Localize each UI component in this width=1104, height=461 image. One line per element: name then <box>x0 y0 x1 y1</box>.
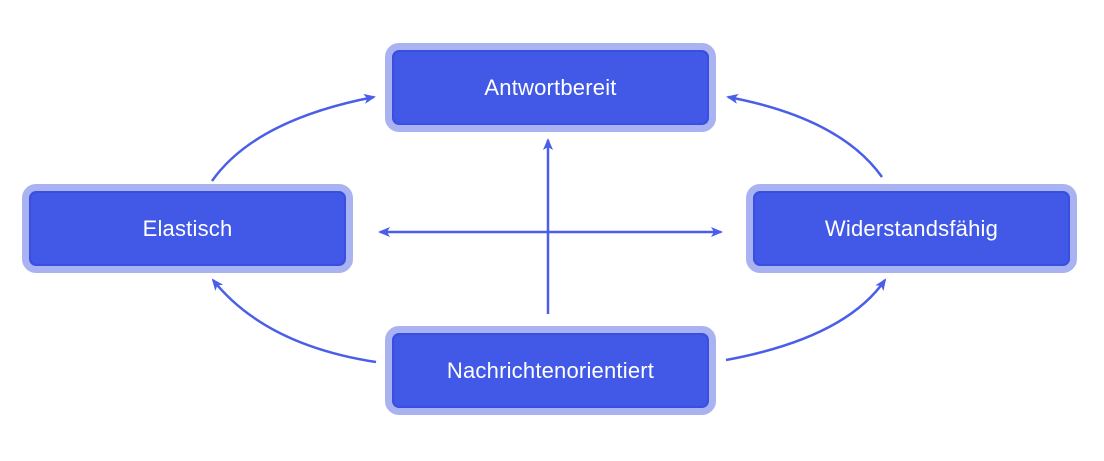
node-label: Antwortbereit <box>484 74 617 100</box>
node-elastisch: Elastisch <box>22 184 353 273</box>
node-inner <box>29 191 346 266</box>
arrow-elastisch-to-antwortbereit <box>210 93 376 182</box>
node-nachrichtenorientiert: Nachrichtenorientiert <box>385 326 716 415</box>
node-label: Elastisch <box>142 215 233 241</box>
node-label: Nachrichtenorientiert <box>446 357 655 383</box>
node-antwortbereit: Antwortbereit <box>385 43 716 132</box>
arrow-widerstandsfaehig-to-antwortbereit <box>726 93 884 178</box>
arrow-nachrichtenorientiert-to-widerstandsfaehig <box>725 278 887 362</box>
node-inner <box>392 333 709 408</box>
node-inner <box>753 191 1070 266</box>
node-widerstandsfaehig: Widerstandsfähig <box>746 184 1077 273</box>
arrow-nachrichtenorientiert-to-elastisch <box>211 278 377 364</box>
node-label: Widerstandsfähig <box>824 215 999 241</box>
node-inner <box>392 50 709 125</box>
